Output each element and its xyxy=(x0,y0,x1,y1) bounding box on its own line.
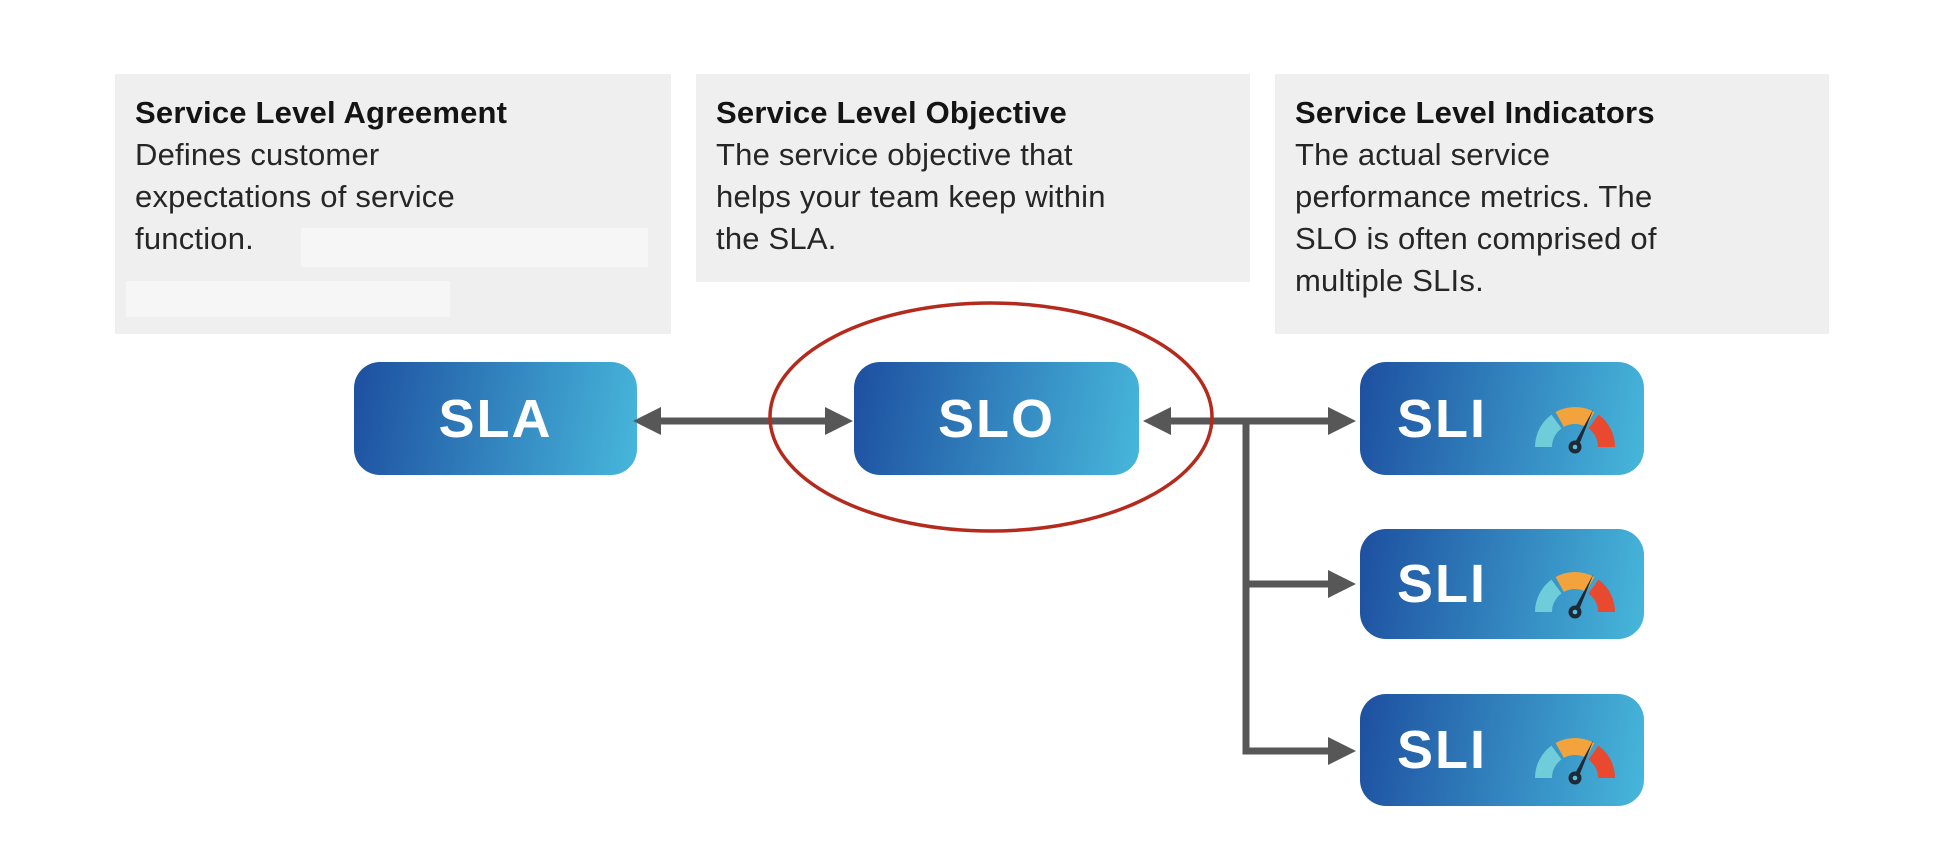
panel-text-line: function. xyxy=(135,221,254,256)
panel-title: Service Level Indicators xyxy=(1295,95,1655,130)
panel-text-line: helps your team keep within xyxy=(716,179,1106,214)
arrowhead-into-sli-1 xyxy=(1328,407,1356,435)
arrowhead-into-sla xyxy=(633,407,661,435)
gauge-hub-center xyxy=(1572,775,1578,781)
gauge-hub-center xyxy=(1572,444,1578,449)
gauge-hub-center xyxy=(1572,609,1578,615)
redacted-text-block xyxy=(126,281,450,317)
gauge-icon xyxy=(1535,571,1616,619)
panel-text-line: Defines customer xyxy=(135,137,380,172)
panel-text-line: multiple SLIs. xyxy=(1295,263,1484,298)
panel-service-level-agreement: Service Level Agreement Defines customer… xyxy=(115,74,671,334)
arrowhead-into-sli-2 xyxy=(1328,570,1356,598)
panel-text-line: performance metrics. The xyxy=(1295,179,1653,214)
node-label: SLA xyxy=(438,388,553,449)
node-sli-3: SLI xyxy=(1360,694,1644,806)
node-slo: SLO xyxy=(854,362,1139,475)
gauge-segment-red xyxy=(1588,414,1616,447)
gauge-segment-orange xyxy=(1555,737,1595,758)
node-label: SLO xyxy=(937,388,1055,449)
node-sla: SLA xyxy=(354,362,637,475)
panel-text-line: The actual service xyxy=(1295,137,1551,172)
panel-title: Service Level Agreement xyxy=(135,95,508,130)
gauge-segment-teal xyxy=(1535,414,1562,447)
gauge-segment-teal xyxy=(1535,579,1562,612)
panel-text-line: expectations of service xyxy=(135,179,455,214)
node-sli-1: SLI xyxy=(1360,362,1644,475)
node-label: SLI xyxy=(1397,554,1488,614)
arrowhead-into-slo-right xyxy=(1143,407,1171,435)
gauge-icon xyxy=(1535,737,1616,785)
gauge-icon xyxy=(1535,406,1616,453)
node-sli-2: SLI xyxy=(1360,529,1644,639)
arrowhead-into-sli-3 xyxy=(1328,737,1356,765)
panel-text-line: SLO is often comprised of xyxy=(1295,221,1657,256)
panel-service-level-objective: Service Level Objective The service obje… xyxy=(696,74,1250,282)
panel-title: Service Level Objective xyxy=(716,95,1067,130)
gauge-segment-teal xyxy=(1535,745,1562,778)
node-label: SLI xyxy=(1397,388,1488,449)
panel-text-line: the SLA. xyxy=(716,221,837,256)
gauge-segment-red xyxy=(1588,745,1616,778)
gauge-segment-orange xyxy=(1555,571,1595,592)
node-label: SLI xyxy=(1397,720,1488,780)
arrowhead-into-slo xyxy=(825,407,853,435)
redacted-text-block xyxy=(301,228,648,267)
panel-service-level-indicators: Service Level Indicators The actual serv… xyxy=(1275,74,1829,334)
panel-text-line: The service objective that xyxy=(716,137,1073,172)
gauge-segment-orange xyxy=(1555,406,1595,427)
gauge-segment-red xyxy=(1588,579,1616,612)
